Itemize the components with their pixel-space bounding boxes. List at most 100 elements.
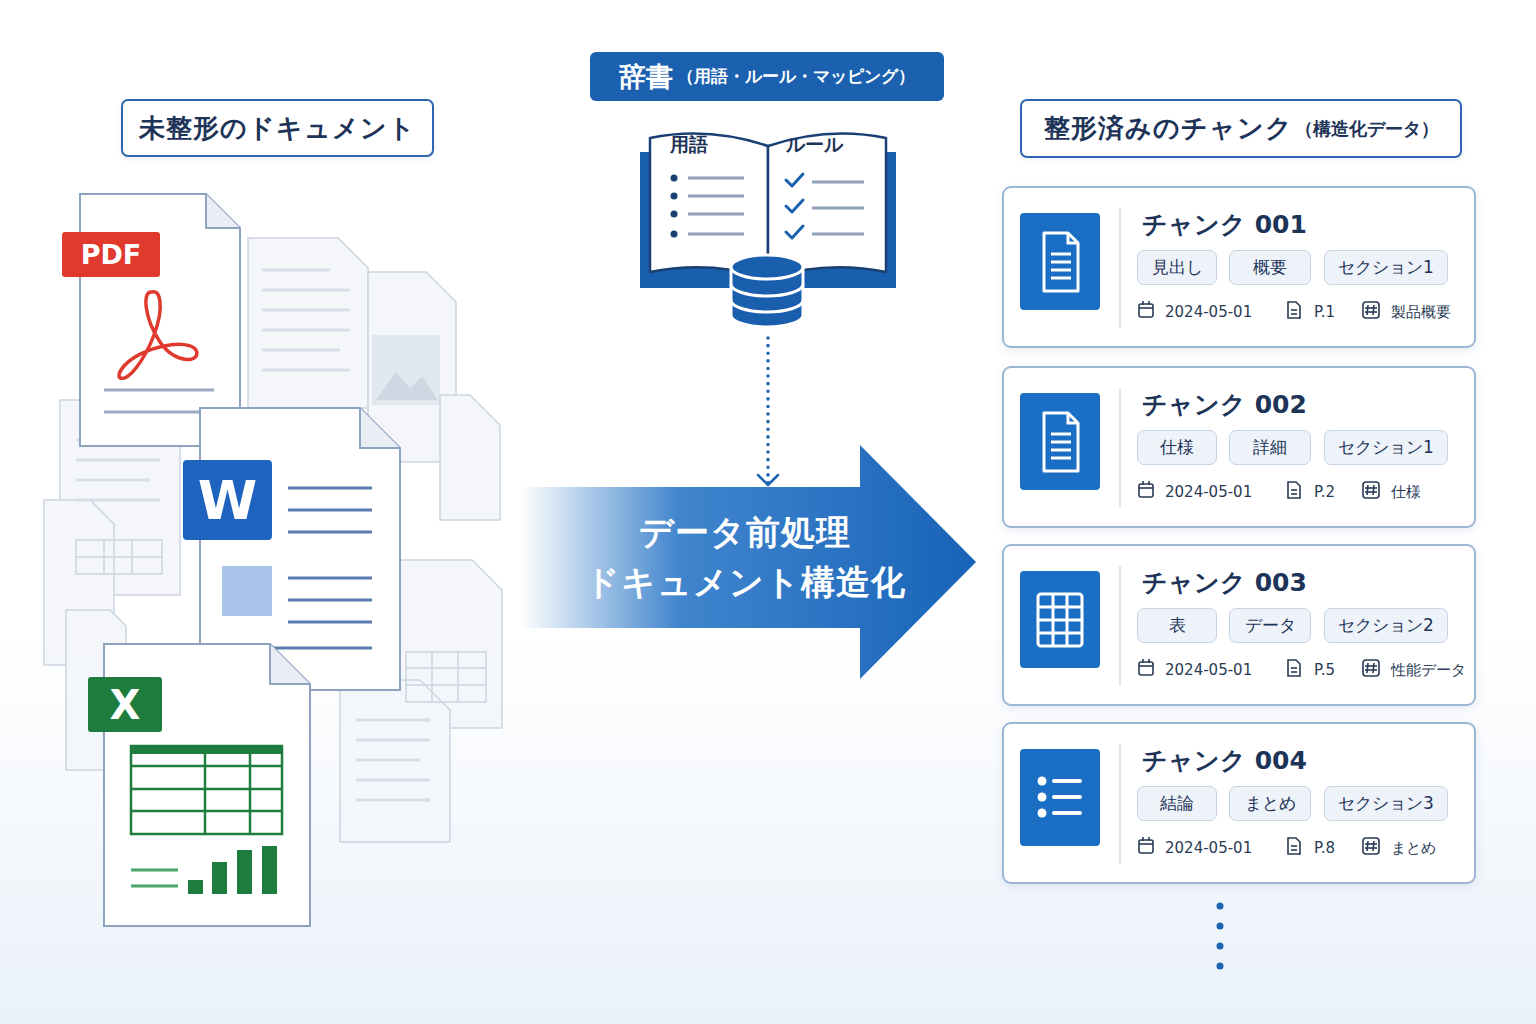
decoration bbox=[131, 746, 282, 834]
chunk-title: チャンク 001 bbox=[1142, 210, 1307, 240]
decoration bbox=[1291, 313, 1297, 315]
decoration bbox=[1148, 659, 1150, 663]
decoration bbox=[1142, 837, 1144, 841]
decoration bbox=[1148, 301, 1150, 305]
decoration bbox=[1373, 841, 1374, 851]
decoration bbox=[1139, 304, 1153, 317]
decoration bbox=[1119, 744, 1121, 864]
decoration bbox=[1291, 849, 1297, 851]
decoration bbox=[188, 880, 203, 894]
chunk-title: チャンク 004 bbox=[1142, 746, 1307, 776]
tag-chip: 見出し bbox=[1137, 250, 1217, 285]
decoration bbox=[1365, 669, 1377, 671]
decoration bbox=[1020, 571, 1100, 668]
decoration bbox=[1020, 393, 1100, 490]
dictionary-book: 用語ルール bbox=[636, 118, 900, 330]
decoration bbox=[1365, 307, 1377, 309]
decoration bbox=[1363, 660, 1379, 676]
decoration bbox=[131, 869, 178, 872]
decoration bbox=[1038, 594, 1082, 646]
decoration bbox=[262, 369, 350, 372]
decoration bbox=[131, 746, 282, 834]
decoration bbox=[288, 599, 372, 602]
decoration bbox=[786, 200, 803, 212]
chunk-title: チャンク 003 bbox=[1142, 568, 1307, 598]
decoration bbox=[262, 846, 277, 894]
decoration bbox=[1051, 449, 1071, 452]
decoration bbox=[1068, 233, 1078, 243]
chunk-title: チャンク 002 bbox=[1142, 390, 1307, 420]
connector-line bbox=[766, 338, 770, 485]
tag-text: セクション1 bbox=[1338, 436, 1434, 459]
decoration bbox=[688, 233, 744, 236]
process-arrow: データ前処理 ドキュメント構造化 bbox=[520, 445, 978, 679]
decoration bbox=[406, 652, 486, 702]
header-title: 辞書 bbox=[619, 59, 673, 95]
decoration bbox=[1051, 254, 1071, 278]
decoration bbox=[1054, 795, 1080, 799]
tag-chip: 概要 bbox=[1229, 250, 1311, 285]
decoration bbox=[1051, 269, 1071, 272]
decoration bbox=[1291, 671, 1297, 673]
chunk-topic: まとめ bbox=[1391, 838, 1436, 858]
decoration bbox=[131, 810, 282, 813]
tag-chip: セクション2 bbox=[1324, 608, 1448, 643]
decoration bbox=[262, 309, 350, 312]
decoration bbox=[131, 788, 282, 791]
decoration bbox=[262, 349, 340, 352]
decoration bbox=[1038, 632, 1082, 635]
header-title: 未整形のドキュメント bbox=[139, 111, 416, 146]
decoration bbox=[1363, 302, 1379, 318]
decoration bbox=[1020, 213, 1100, 310]
decoration bbox=[262, 329, 350, 332]
decoration bbox=[1051, 261, 1071, 264]
decoration bbox=[356, 719, 430, 722]
decoration bbox=[188, 846, 277, 894]
decoration bbox=[1367, 841, 1368, 851]
decoration bbox=[131, 765, 282, 768]
decoration bbox=[104, 389, 214, 392]
decoration bbox=[222, 566, 272, 616]
tag-chip: まとめ bbox=[1229, 786, 1311, 821]
decoration bbox=[1054, 779, 1080, 783]
decoration bbox=[1142, 481, 1144, 485]
decoration bbox=[1051, 277, 1071, 280]
page-label: ルール bbox=[786, 132, 843, 156]
decoration bbox=[360, 408, 400, 448]
decoration bbox=[104, 411, 214, 414]
tag-text: セクション2 bbox=[1338, 614, 1434, 637]
decoration bbox=[1038, 793, 1047, 802]
decoration bbox=[1139, 843, 1153, 845]
page-number: P.2 bbox=[1314, 482, 1335, 502]
tag-chip: データ bbox=[1229, 608, 1311, 643]
decoration bbox=[1054, 811, 1080, 815]
decoration bbox=[1217, 923, 1224, 930]
decoration bbox=[1139, 484, 1153, 497]
decoration bbox=[212, 862, 227, 894]
decoration bbox=[288, 577, 372, 580]
decoration bbox=[786, 226, 803, 238]
decoration bbox=[1068, 413, 1078, 423]
chunk-date: 2024-05-01 bbox=[1165, 838, 1252, 858]
tag-chip: セクション3 bbox=[1324, 786, 1448, 821]
decoration bbox=[1291, 667, 1297, 669]
chunk-card: チャンク 0022024-05-01P.2仕様仕様詳細セクション1 bbox=[1002, 366, 1476, 528]
decoration bbox=[671, 175, 678, 182]
tag-chip: 結論 bbox=[1137, 786, 1217, 821]
decoration bbox=[1119, 208, 1121, 328]
decoration bbox=[1363, 838, 1379, 854]
decoration bbox=[688, 195, 744, 198]
decoration bbox=[76, 556, 162, 558]
decoration bbox=[249, 746, 252, 834]
decoration bbox=[671, 211, 678, 218]
decoration bbox=[731, 284, 803, 296]
chunk-card: チャンク 0042024-05-01P.8まとめ結論まとめセクション3 bbox=[1002, 722, 1476, 884]
decoration bbox=[1148, 837, 1150, 841]
decoration bbox=[288, 487, 372, 490]
decoration bbox=[288, 531, 372, 534]
decoration bbox=[119, 292, 197, 379]
decoration bbox=[1148, 481, 1150, 485]
decoration bbox=[1365, 491, 1377, 493]
decoration bbox=[520, 445, 976, 679]
